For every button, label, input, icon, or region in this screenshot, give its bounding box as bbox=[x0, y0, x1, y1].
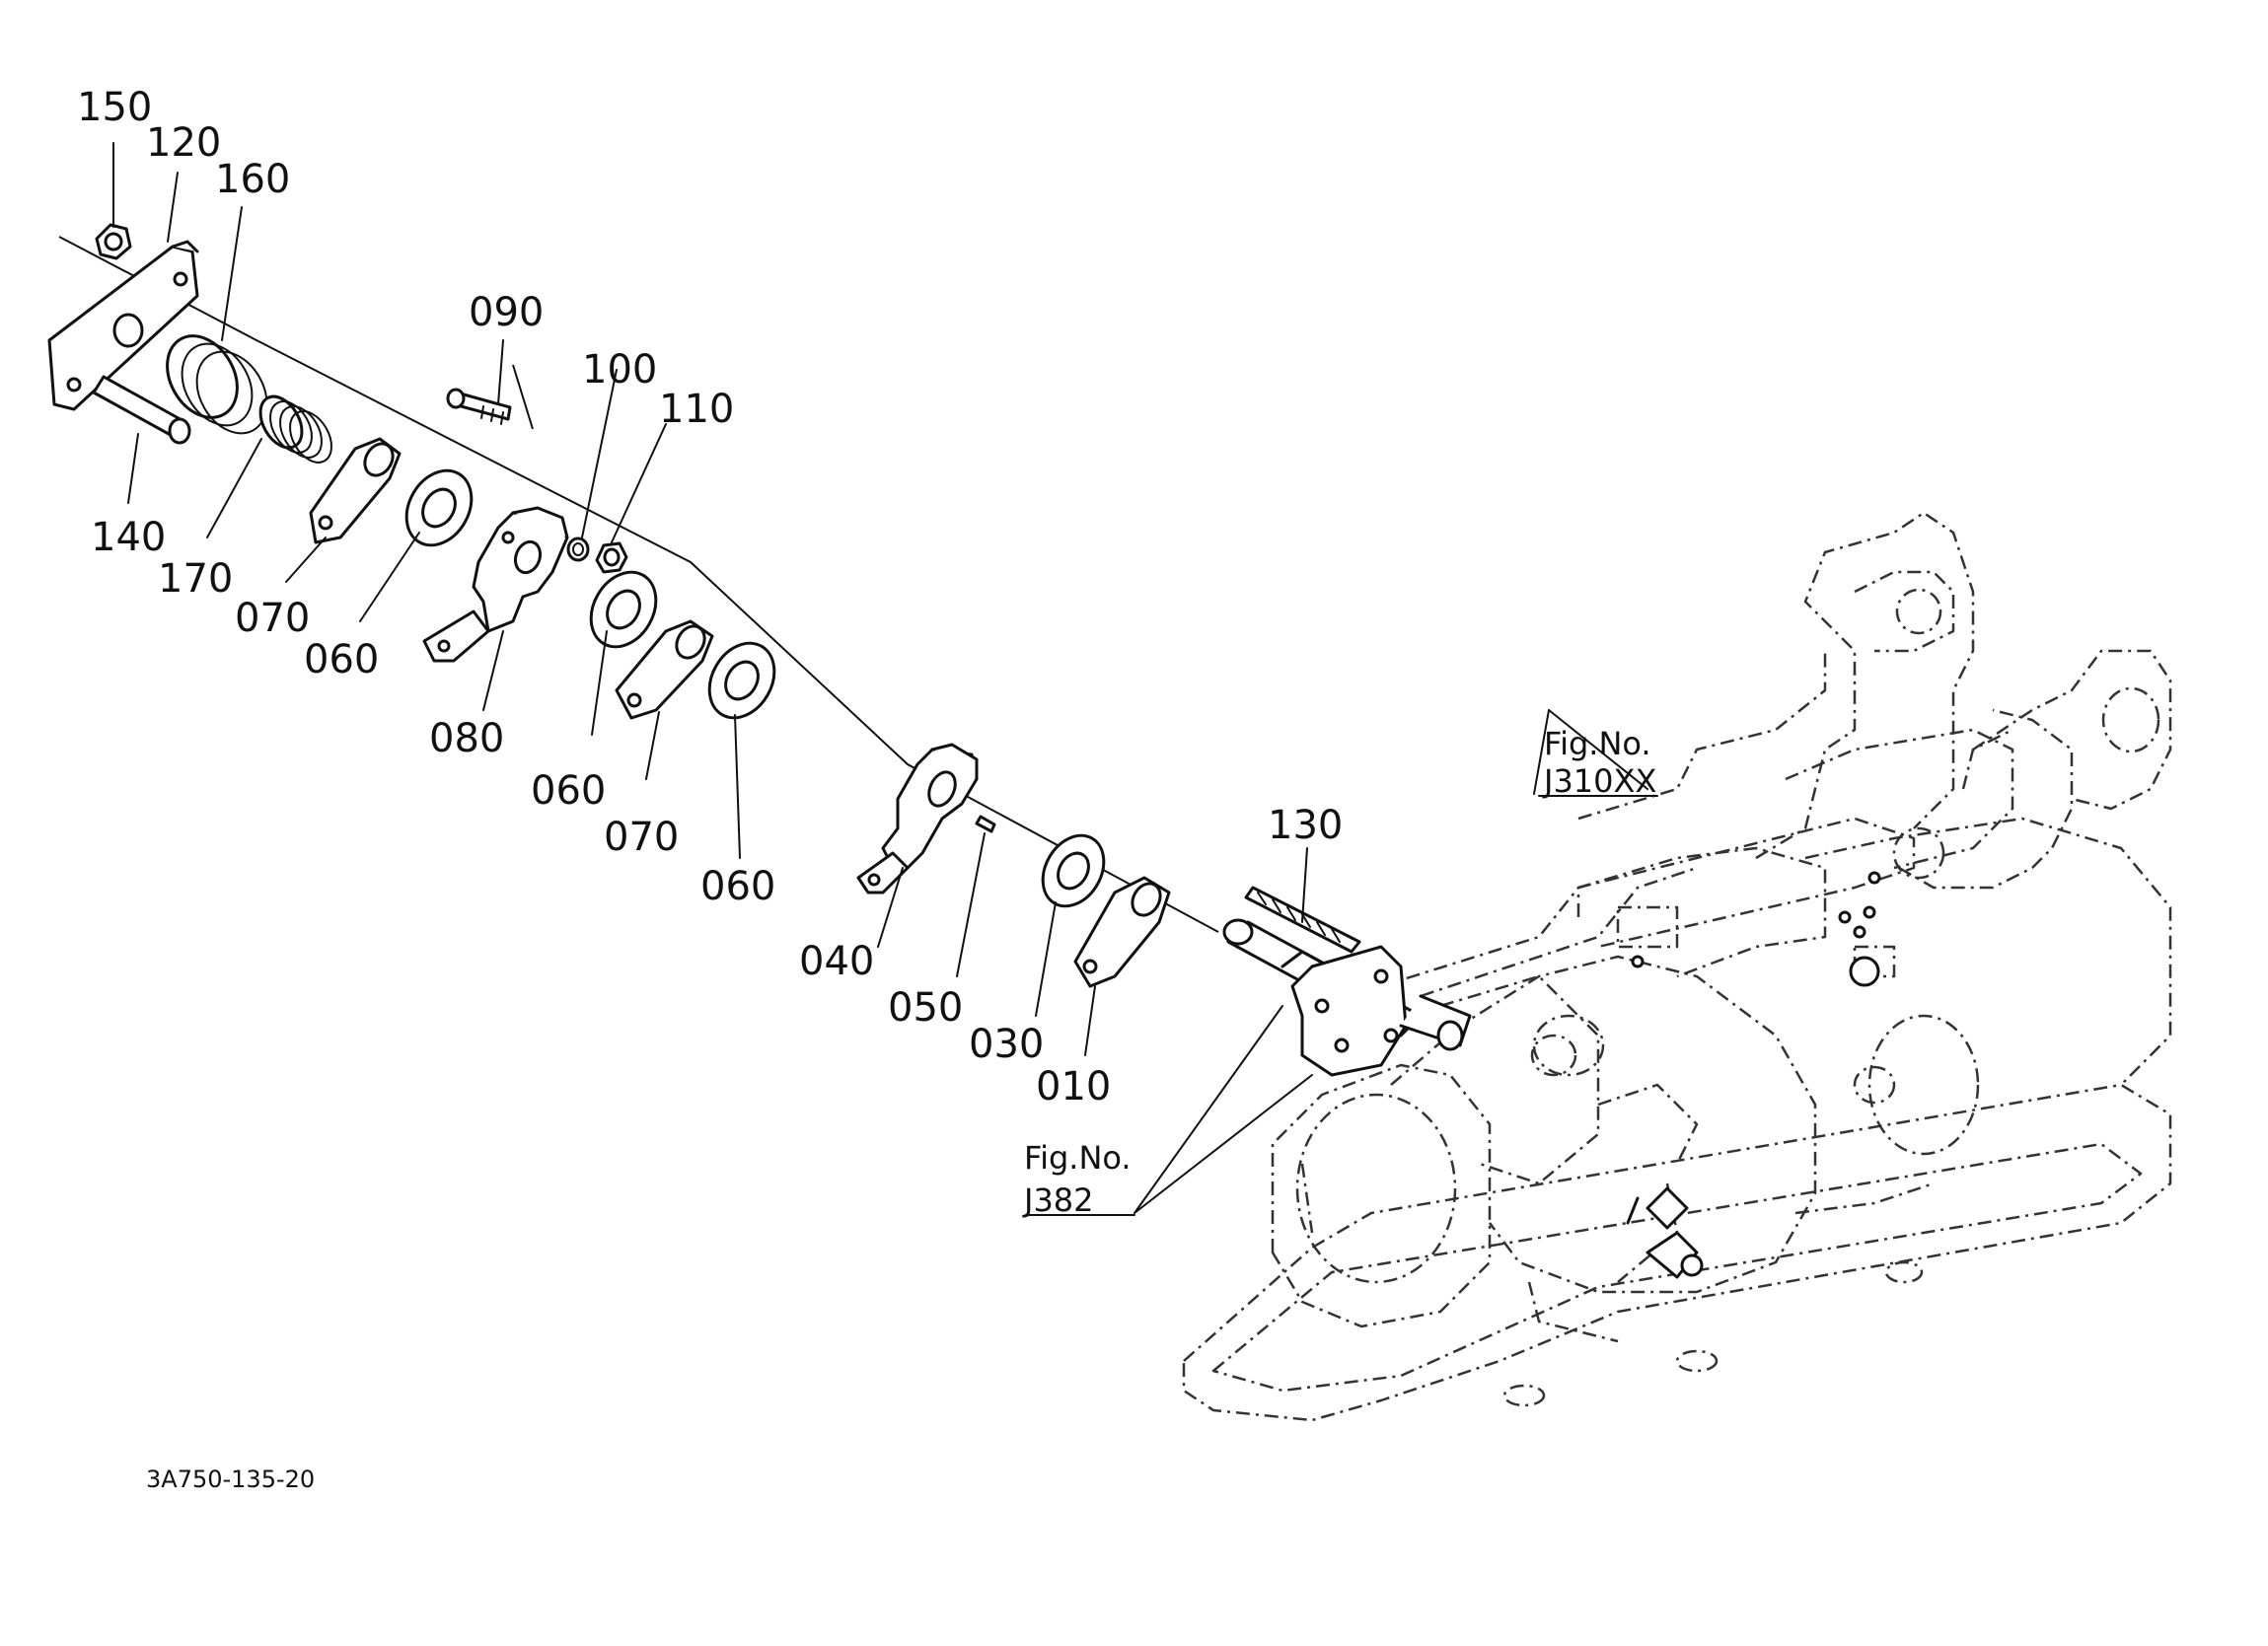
label-140: 140 bbox=[91, 515, 166, 560]
part-170-spring bbox=[258, 394, 332, 464]
part-150-nut bbox=[95, 223, 132, 260]
part-040-lever bbox=[856, 743, 979, 948]
label-130: 130 bbox=[1268, 803, 1343, 848]
ref-case-line2: J310XX bbox=[1542, 762, 1656, 800]
part-030-washer bbox=[1035, 833, 1106, 1017]
label-030: 030 bbox=[969, 1022, 1044, 1067]
part-060-washer-lower bbox=[707, 641, 776, 720]
part-labels: 150 120 160 140 170 070 060 090 100 110 … bbox=[77, 85, 1343, 1109]
label-060-lower: 060 bbox=[700, 864, 775, 909]
label-010: 010 bbox=[1036, 1064, 1111, 1109]
label-040: 040 bbox=[799, 939, 874, 984]
part-090-bolt bbox=[446, 339, 512, 425]
label-090: 090 bbox=[469, 290, 544, 335]
label-150: 150 bbox=[77, 85, 152, 130]
leader-lines bbox=[112, 142, 1658, 1216]
part-060-washer-upper bbox=[404, 468, 474, 547]
part-140-pin bbox=[92, 375, 191, 504]
part-010-link bbox=[1073, 876, 1171, 1056]
label-170: 170 bbox=[158, 556, 233, 602]
ref-shaft-line1: Fig.No. bbox=[1024, 1139, 1132, 1177]
part-110-nut bbox=[595, 541, 628, 574]
label-160: 160 bbox=[215, 157, 290, 202]
figure-references: Fig.No. J310XX Fig.No. J382 bbox=[1022, 725, 1656, 1219]
label-080: 080 bbox=[429, 716, 504, 761]
part-070-link-upper bbox=[309, 437, 402, 544]
ref-shaft-line2: J382 bbox=[1022, 1181, 1094, 1219]
label-110: 110 bbox=[659, 387, 734, 432]
part-100-washer bbox=[566, 537, 590, 562]
part-080-lever bbox=[422, 506, 569, 711]
transmission-case bbox=[1182, 511, 2172, 1422]
part-160-spring bbox=[166, 334, 268, 435]
ref-case-line1: Fig.No. bbox=[1544, 725, 1651, 762]
part-120-plate bbox=[47, 240, 199, 411]
drawing-code: 3A750-135-20 bbox=[146, 1466, 315, 1493]
label-100: 100 bbox=[582, 347, 657, 393]
part-130-stud bbox=[1244, 847, 1361, 954]
label-060-middle: 060 bbox=[531, 768, 606, 814]
part-050-pin bbox=[956, 815, 996, 977]
label-120: 120 bbox=[146, 120, 221, 166]
part-070-link-lower bbox=[615, 619, 714, 720]
shaft-assembly bbox=[1222, 918, 1472, 1077]
label-050: 050 bbox=[888, 985, 963, 1031]
label-070-lower: 070 bbox=[604, 815, 679, 860]
part-060-washer-middle bbox=[589, 570, 658, 649]
label-060-upper: 060 bbox=[304, 637, 379, 682]
label-070-upper: 070 bbox=[235, 596, 310, 641]
